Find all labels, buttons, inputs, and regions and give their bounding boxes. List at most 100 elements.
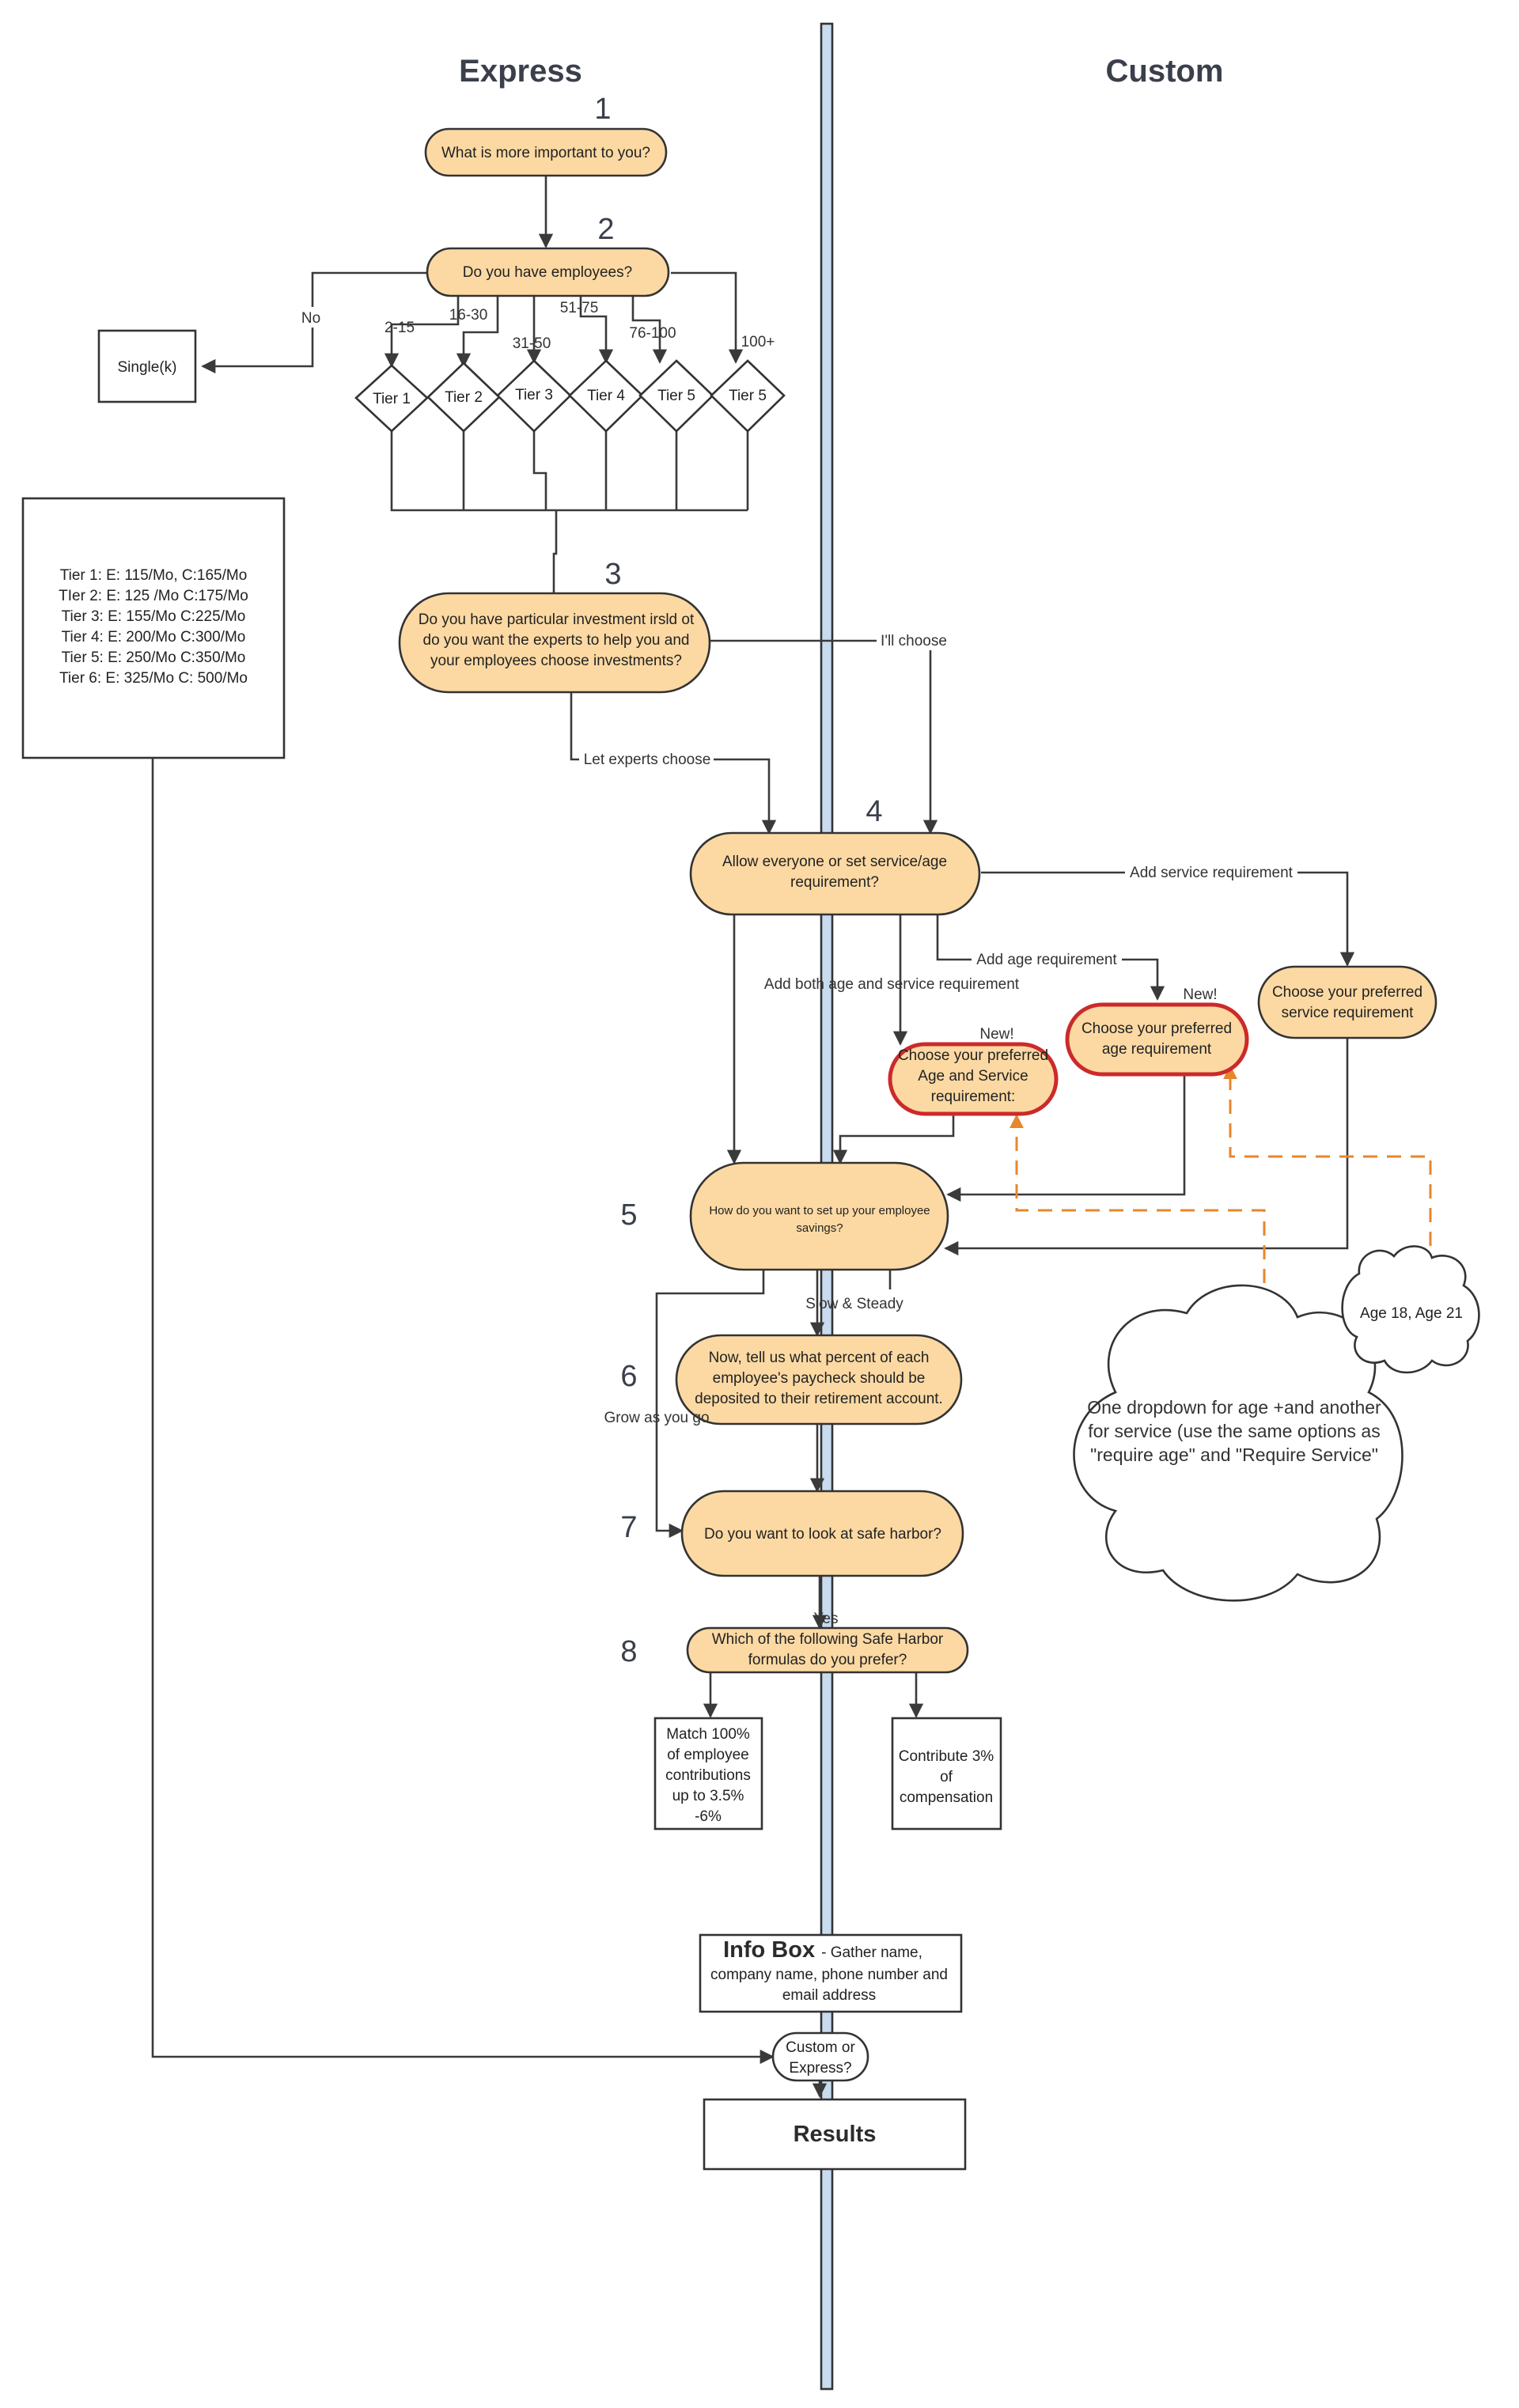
svg-text:for service (use the same opti: for service (use the same options as [1088, 1421, 1380, 1441]
step-number-7: 7 [620, 1511, 637, 1544]
question-4-node: Allow everyone or set service/age requir… [689, 831, 981, 916]
svg-text:contributions: contributions [665, 1767, 751, 1784]
svg-text:Now, tell us what percent of e: Now, tell us what percent of each [709, 1350, 930, 1366]
tier-diamond-6: Tier 5 [710, 359, 786, 433]
question-7-node: Do you want to look at safe harbor? [680, 1490, 964, 1577]
custom-header: Custom [1106, 54, 1224, 89]
svg-text:Choose your preferred: Choose your preferred [1272, 984, 1422, 1001]
tier-diamond-5: Tier 5 [638, 359, 714, 433]
contribute-option-box: Contribute 3% of compensation [891, 1717, 1002, 1831]
svg-text:age requirement: age requirement [1102, 1041, 1212, 1058]
svg-text:How do you want to set up your: How do you want to set up your employee [709, 1204, 930, 1217]
svg-text:Let experts choose: Let experts choose [584, 752, 711, 768]
svg-text:Grow as you go: Grow as you go [604, 1410, 709, 1426]
svg-text:What is more important to you?: What is more important to you? [441, 145, 650, 161]
question-5-node: How do you want to set up your employee … [689, 1161, 949, 1271]
svg-text:Allow everyone or set service/: Allow everyone or set service/age [722, 854, 947, 870]
tier-diamond-3: Tier 3 [496, 359, 572, 433]
tier-diamond-4: Tier 4 [568, 359, 644, 433]
svg-text:Tier 1: Tier 1 [373, 391, 411, 407]
svg-text:Match 100%: Match 100% [666, 1726, 750, 1743]
svg-text:16-30: 16-30 [449, 307, 488, 324]
age-and-service-requirement-node: New! Choose your preferred Age and Servi… [888, 1026, 1059, 1116]
svg-text:deposited to their retirement: deposited to their retirement account. [695, 1391, 943, 1407]
single-k-box: Single(k) [97, 329, 197, 403]
svg-text:Results: Results [794, 2122, 877, 2147]
svg-text:requirement:: requirement: [931, 1089, 1016, 1105]
svg-text:up to 3.5%: up to 3.5% [672, 1788, 744, 1804]
svg-text:compensation: compensation [900, 1789, 993, 1806]
svg-text:Tier 5: Tier 5 [729, 388, 767, 404]
svg-text:Choose your preferred: Choose your preferred [1081, 1020, 1232, 1037]
svg-text:I'll choose: I'll choose [881, 633, 947, 649]
svg-text:100+: 100+ [741, 334, 775, 350]
custom-or-express-node: Custom or Express? [771, 2031, 869, 2082]
svg-text:Age and Service: Age and Service [918, 1068, 1028, 1085]
svg-text:Express?: Express? [789, 2060, 851, 2077]
step-number-6: 6 [620, 1360, 637, 1393]
pricing-box: Tier 1: E: 115/Mo, C:165/Mo TIer 2: E: 1… [21, 497, 286, 759]
dashed-links [1010, 1065, 1432, 1307]
svg-text:Tier 6: E: 325/Mo C: 500/Mo: Tier 6: E: 325/Mo C: 500/Mo [59, 670, 248, 687]
svg-text:-6%: -6% [695, 1808, 722, 1825]
new-label-age-service: New! [979, 1026, 1013, 1043]
step-number-1: 1 [594, 93, 611, 126]
tier-diamonds: Tier 1 Tier 2 Tier 3 Tier 4 Tier 5 Tier … [354, 359, 786, 433]
svg-text:Contribute 3%: Contribute 3% [899, 1748, 994, 1765]
svg-text:Do you have employees?: Do you have employees? [463, 264, 632, 281]
svg-text:company name, phone number and: company name, phone number and [710, 1967, 948, 1983]
svg-text:Tier 4: Tier 4 [587, 388, 625, 404]
svg-text:Age 18, Age 21: Age 18, Age 21 [1360, 1305, 1463, 1322]
svg-text:TIer 2: E: 125 /Mo C:175/Mo: TIer 2: E: 125 /Mo C:175/Mo [59, 588, 248, 604]
age-requirement-node: New! Choose your preferred age requireme… [1065, 986, 1249, 1077]
svg-text:Add service requirement: Add service requirement [1130, 865, 1294, 881]
svg-text:Yes: Yes [814, 1611, 839, 1627]
question-3-node: Do you have particular investment irsld … [398, 592, 711, 694]
svg-text:Tier 4: E: 200/Mo C:300/Mo: Tier 4: E: 200/Mo C:300/Mo [62, 629, 246, 646]
svg-text:formulas do you prefer?: formulas do you prefer? [748, 1652, 907, 1668]
svg-text:Info Box- Gather name,: Info Box- Gather name, [723, 1937, 922, 1963]
step-number-5: 5 [620, 1198, 637, 1232]
svg-text:of: of [940, 1769, 953, 1785]
express-header: Express [459, 54, 582, 89]
tier-diamond-2: Tier 2 [426, 362, 501, 433]
edge-labels: No 2-15 16-30 31-50 51-75 76-100 100+ I'… [297, 300, 1297, 1627]
svg-text:Choose your preferred: Choose your preferred [898, 1047, 1048, 1064]
step-number-4: 4 [866, 795, 882, 828]
svg-text:employee's paycheck should be: employee's paycheck should be [713, 1370, 926, 1387]
svg-text:31-50: 31-50 [513, 335, 551, 352]
svg-text:Tier 3: E: 155/Mo C:225/Mo: Tier 3: E: 155/Mo C:225/Mo [62, 608, 246, 625]
svg-text:Custom or: Custom or [786, 2039, 855, 2056]
dropdown-note-cloud: One dropdown for age +and another for se… [1073, 1284, 1403, 1602]
svg-text:of employee: of employee [667, 1747, 749, 1763]
svg-text:do you want the experts to hel: do you want the experts to help you and [423, 632, 690, 649]
edges [151, 176, 1355, 2098]
svg-text:76-100: 76-100 [629, 325, 676, 342]
new-label-age: New! [1183, 986, 1217, 1003]
match-option-box: Match 100% of employee contributions up … [653, 1717, 763, 1831]
info-box: Info Box- Gather name, company name, pho… [699, 1933, 963, 2013]
question-8-node: Which of the following Safe Harbor formu… [686, 1626, 969, 1674]
service-requirement-node: Choose your preferred service requiremen… [1257, 965, 1438, 1039]
svg-text:51-75: 51-75 [560, 300, 599, 316]
svg-text:requirement?: requirement? [790, 874, 879, 891]
svg-text:your employees choose investme: your employees choose investments? [430, 653, 682, 669]
svg-text:Tier 5: E: 250/Mo C:350/Mo: Tier 5: E: 250/Mo C:350/Mo [62, 649, 246, 666]
tier-diamond-1: Tier 1 [354, 364, 429, 433]
svg-text:2-15: 2-15 [384, 320, 415, 336]
svg-text:savings?: savings? [796, 1221, 843, 1235]
svg-text:"require age" and "Require Ser: "require age" and "Require Service" [1090, 1444, 1378, 1465]
svg-text:Tier 2: Tier 2 [445, 389, 483, 406]
results-box: Results [703, 2098, 967, 2171]
svg-text:Tier 1: E: 115/Mo, C:165/Mo: Tier 1: E: 115/Mo, C:165/Mo [60, 567, 248, 584]
question-1-node: What is more important to you? [424, 127, 668, 177]
svg-text:Slow & Steady: Slow & Steady [805, 1296, 903, 1312]
question-2-node: Do you have employees? [426, 247, 670, 297]
svg-text:Tier 5: Tier 5 [657, 388, 695, 404]
svg-text:No: No [301, 310, 320, 327]
svg-text:Add both age and service requi: Add both age and service requirement [764, 976, 1020, 993]
svg-text:One dropdown for age +and ano: One dropdown for age +and another [1087, 1397, 1381, 1418]
svg-text:Tier 3: Tier 3 [515, 387, 553, 403]
svg-text:email address: email address [782, 1987, 876, 2004]
